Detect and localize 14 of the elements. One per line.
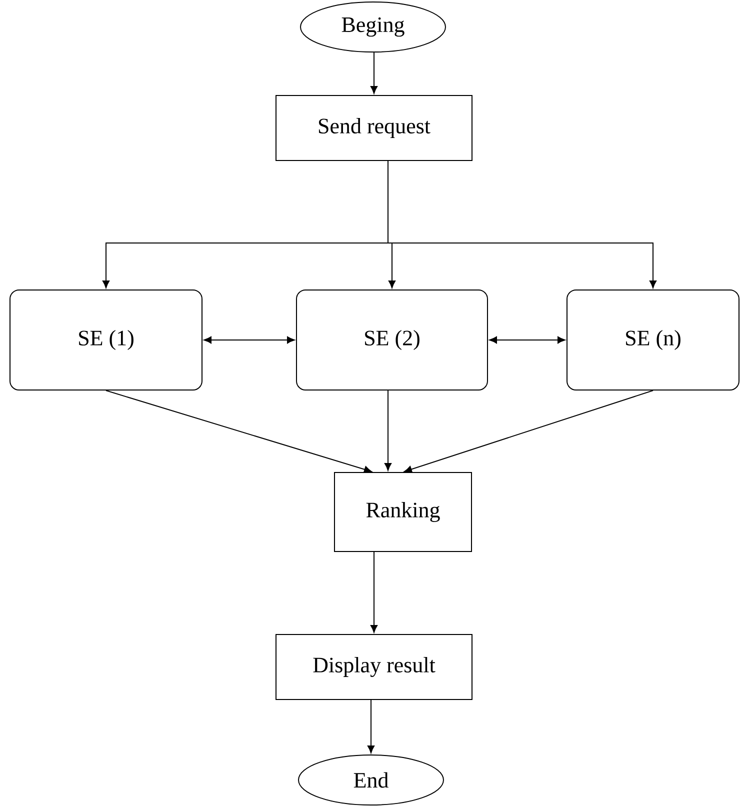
arrow [370, 552, 378, 633]
arrow [106, 390, 372, 473]
arrow [370, 52, 378, 94]
arrow [367, 700, 375, 754]
process-box: SE (1) [10, 290, 202, 390]
process-box: Ranking [334, 472, 472, 552]
process-box: Display result [276, 634, 472, 700]
arrow [489, 336, 566, 344]
arrow [384, 390, 392, 471]
process-box: Send request [276, 95, 472, 161]
arrow [404, 390, 654, 473]
process-box: SE (n) [566, 290, 740, 390]
process-box: SE (2) [296, 290, 488, 390]
arrow [204, 336, 295, 344]
